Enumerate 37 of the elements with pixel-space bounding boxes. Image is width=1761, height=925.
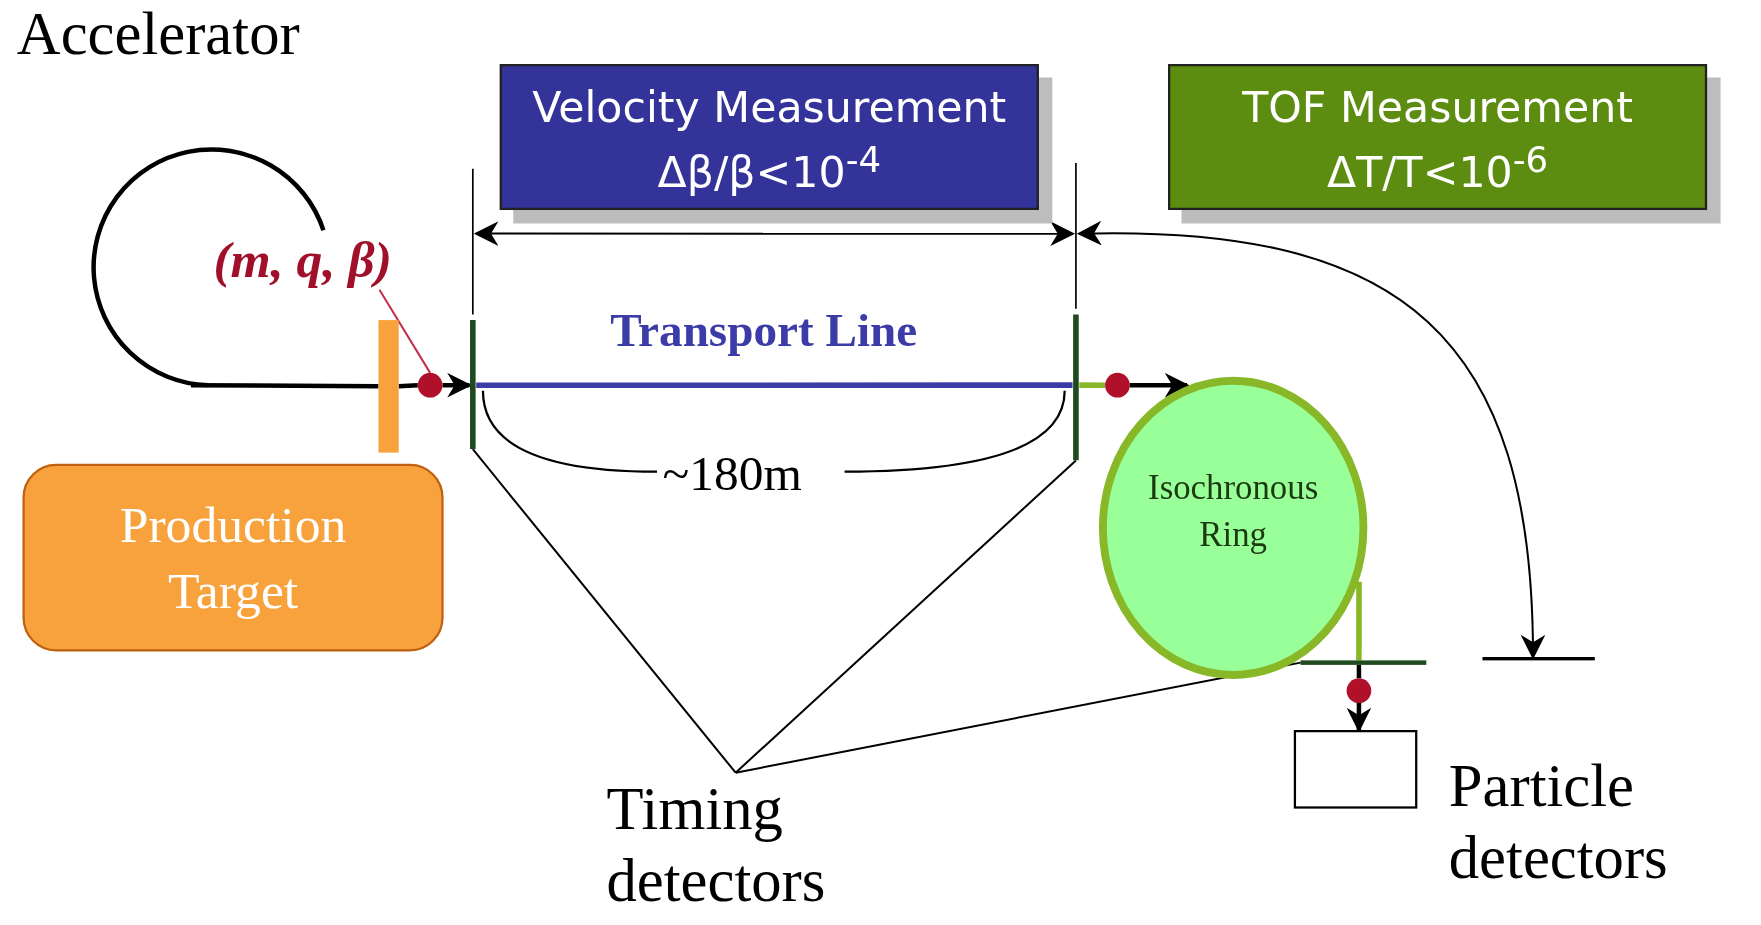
timing-detector [469, 168, 477, 450]
box-title: Production Target [118, 494, 348, 621]
leader-line [378, 289, 431, 374]
arrow [442, 372, 472, 398]
line [1356, 664, 1362, 679]
leader-line [734, 459, 1077, 774]
double-arrow [473, 221, 1075, 247]
line [1356, 581, 1362, 661]
edge-label: Transport Line [609, 303, 919, 358]
double-arrow [1076, 221, 1545, 660]
detector-box [1293, 730, 1418, 809]
heading-label: Accelerator [16, 0, 300, 69]
particle-parameters: (m, q, β) [213, 230, 392, 290]
leader-line [735, 661, 1301, 774]
line [1079, 382, 1106, 389]
formula-text: ΔT/T<10$^{-6}$ [1325, 138, 1550, 199]
ring-label: Isochronous Ring [1147, 466, 1320, 556]
formula-text: Δβ/β<10$^{-4}$ [656, 138, 883, 199]
arrow [1346, 703, 1372, 733]
dimension-label: ~180m [662, 444, 802, 502]
callout-label: Timing detectors [606, 773, 827, 917]
timing-detector [1072, 162, 1080, 461]
box-title: TOF Measurement [1241, 82, 1634, 134]
detector-bar [1482, 657, 1595, 661]
line [398, 382, 418, 389]
particle-dot [1105, 372, 1130, 398]
leader-line [472, 448, 737, 774]
line [190, 382, 379, 389]
particle-dot [417, 372, 443, 398]
target-box [22, 463, 444, 652]
arrow [1129, 372, 1190, 398]
particle-dot [1346, 678, 1372, 704]
callout-label: Particle detectors [1448, 751, 1669, 894]
timing-detector [1300, 660, 1427, 665]
line [476, 382, 1073, 389]
box-title: Velocity Measurement [531, 82, 1008, 134]
target-bar [378, 320, 399, 453]
